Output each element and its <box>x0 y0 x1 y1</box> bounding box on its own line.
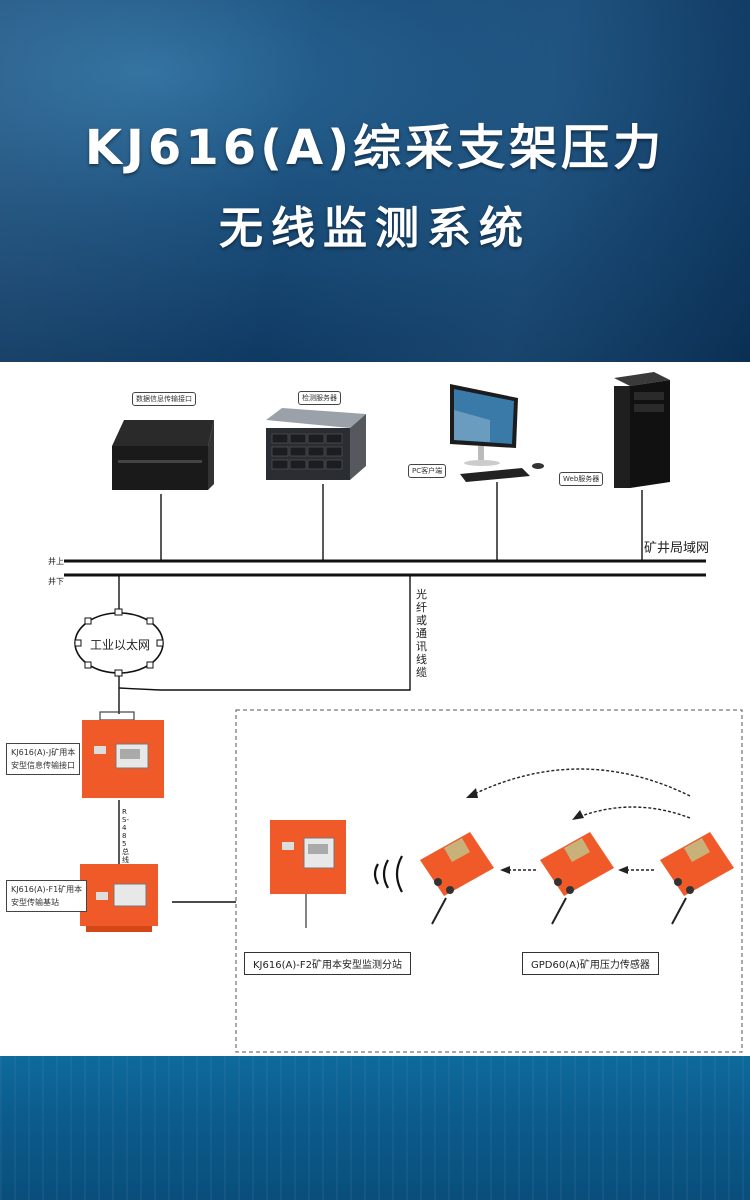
arrow-heads <box>466 788 628 874</box>
interface-device-icon <box>112 420 214 490</box>
pressure-sensor-label: GPD60(A)矿用压力传感器 <box>522 952 659 975</box>
industrial-ethernet-ring <box>74 608 164 677</box>
server-icon <box>266 408 366 480</box>
header-banner <box>0 0 750 362</box>
monitor-substation-label: KJ616(A)-F2矿用本安型监测分站 <box>244 952 411 975</box>
tag-pc-client: PC客户端 <box>408 464 447 478</box>
interface-box-device <box>82 711 164 798</box>
page-title-line2: 无线监测系统 <box>219 203 531 254</box>
tag-web-server: Web服务器 <box>559 472 604 486</box>
monitor-substation-device <box>270 820 346 928</box>
below-ground-label: 井下 <box>48 577 64 586</box>
rs485-label: RS-485总线 <box>122 808 129 864</box>
page-title-line1: KJ616(A)综采支架压力 <box>84 120 666 176</box>
footer-band <box>0 1056 750 1200</box>
relay-arrows <box>469 768 691 871</box>
tag-interface: 数据信息传输接口 <box>132 392 196 406</box>
wireless-zone-frame <box>235 709 743 1053</box>
pressure-sensor-2 <box>540 832 614 925</box>
network-label: 矿井局域网 <box>644 541 710 556</box>
ethernet-label: 工业以太网 <box>90 638 151 652</box>
wireless-signal-icon <box>373 855 403 893</box>
fiber-label: 光纤或通讯线缆 <box>416 588 427 679</box>
interface-box-label: KJ616(A)-J矿用本 安型信息传输接口 <box>6 743 81 775</box>
web-server-tower-icon <box>614 372 670 488</box>
above-ground-label: 井上 <box>48 557 64 566</box>
pressure-sensor-1 <box>420 832 494 925</box>
pressure-sensor-3 <box>660 832 734 925</box>
pc-client-icon <box>450 384 544 482</box>
substation-box-label: KJ616(A)-F1矿用本 安型传输基站 <box>6 880 88 912</box>
tag-server: 检测服务器 <box>298 391 341 405</box>
ethernet-links <box>118 575 411 714</box>
substation-box-device <box>80 864 158 932</box>
device-connectors <box>160 482 643 560</box>
